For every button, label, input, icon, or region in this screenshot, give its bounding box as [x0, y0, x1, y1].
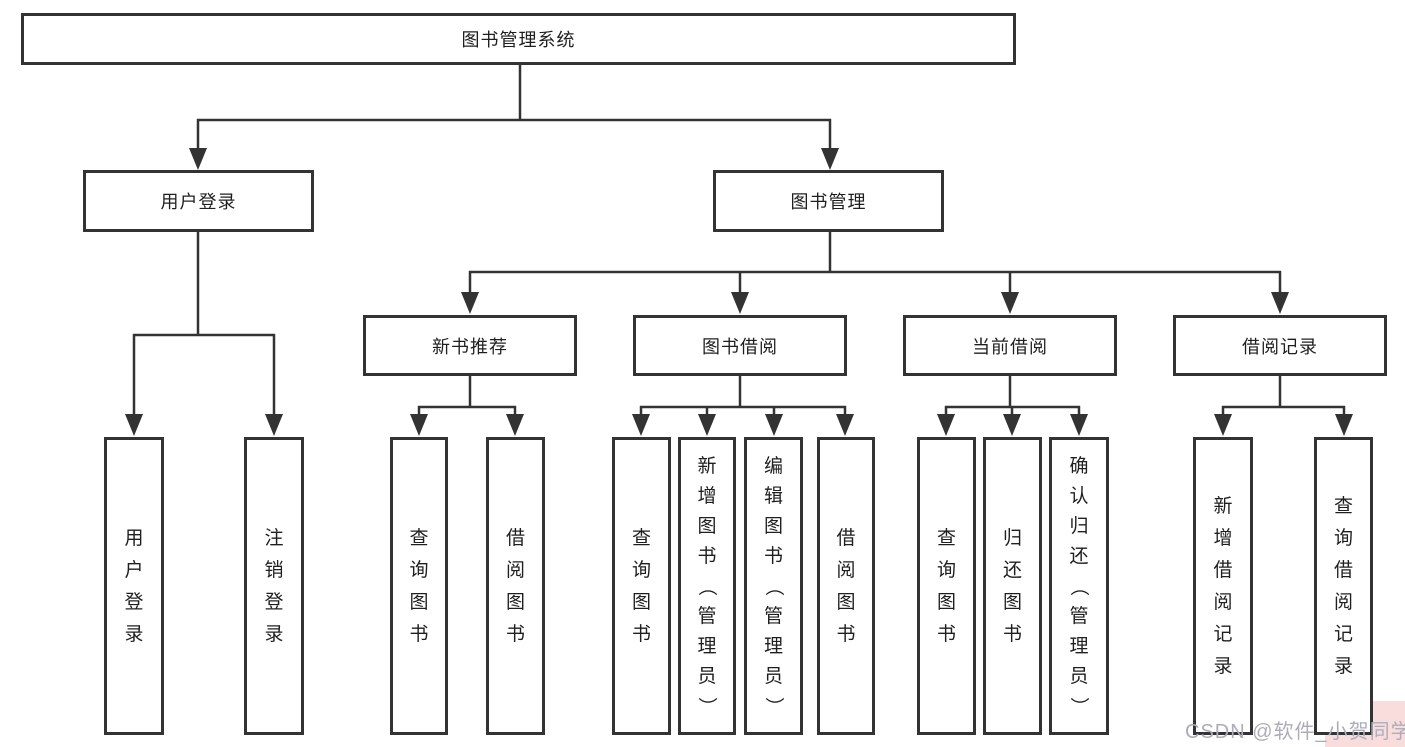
node-current-borrow: 当前借阅 [903, 315, 1117, 376]
leaf-borrow-add-book-admin: 新增图书（管理员） [678, 437, 736, 735]
node-borrow-record: 借阅记录 [1173, 315, 1387, 376]
node-book-borrow: 图书借阅 [633, 315, 847, 376]
leaf-record-query-borrow-record: 查询借阅记录 [1314, 437, 1373, 735]
leaf-current-query-book: 查询图书 [917, 437, 976, 735]
leaf-record-add-borrow-record: 新增借阅记录 [1193, 437, 1253, 735]
csdn-watermark: CSDN @软件_小贺同学 [1185, 721, 1405, 743]
leaf-current-return-book: 归还图书 [983, 437, 1042, 735]
leaf-current-confirm-return-admin: 确认归还（管理员） [1049, 437, 1109, 735]
node-book-management: 图书管理 [713, 170, 944, 232]
leaf-newbook-query-book: 查询图书 [390, 437, 448, 735]
node-user-login: 用户登录 [83, 170, 314, 232]
leaf-logout-login: 注销登录 [244, 437, 304, 735]
leaf-borrow-borrow-book: 借阅图书 [817, 437, 875, 735]
node-library-system: 图书管理系统 [21, 13, 1016, 65]
leaf-borrow-edit-book-admin: 编辑图书（管理员） [744, 437, 803, 735]
node-new-book-recommend: 新书推荐 [363, 315, 577, 376]
leaf-borrow-query-book: 查询图书 [612, 437, 671, 735]
leaf-newbook-borrow-book: 借阅图书 [486, 437, 545, 735]
leaf-user-login: 用户登录 [104, 437, 164, 735]
